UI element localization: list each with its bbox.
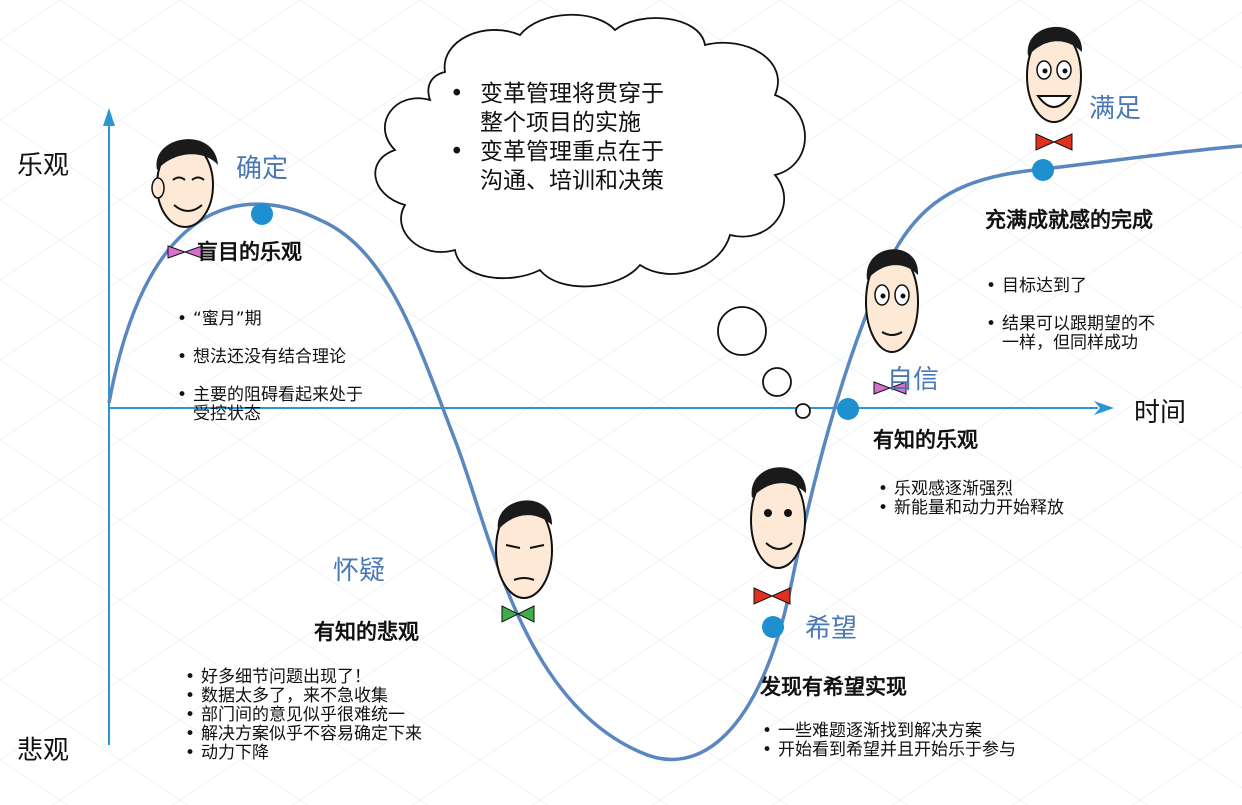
bowtie-icon (501, 605, 520, 623)
cloud-bullet: 变革管理重点在于 沟通、培训和决策 (444, 138, 664, 196)
face-doubt-icon (495, 500, 553, 623)
list-item: 新能量和动力开始释放 (878, 499, 1064, 519)
stage-heading-blind-optimism: 盲目的乐观 (197, 240, 302, 264)
marker-hope (762, 616, 784, 638)
list-item: 数据太多了，来不急收集 (185, 687, 422, 707)
stage-heading-hopeful-realism: 发现有希望实现 (760, 675, 907, 699)
marker-self-confidence (837, 398, 859, 420)
cloud-bullet: 变革管理将贯穿于 整个项目的实施 (444, 80, 664, 138)
face-hope-icon (750, 467, 807, 605)
stage-heading-informed-optimism: 有知的乐观 (873, 428, 978, 452)
marker-confident (251, 203, 273, 225)
face-satisfied-icon (1026, 26, 1083, 151)
stage-heading-informed-pessimism: 有知的悲观 (314, 620, 419, 644)
stage-bullets-informed-optimism: 乐观感逐渐强烈 新能量和动力开始释放 (878, 480, 1064, 519)
marker-satisfied (1032, 159, 1054, 181)
stage-bullets-informed-pessimism: 好多细节问题出现了！ 数据太多了，来不急收集 部门间的意见似乎很难统一 解决方案… (185, 668, 422, 764)
list-item: 一些难题逐渐找到解决方案 (762, 722, 1016, 742)
stage-name-confident: 确定 (236, 154, 289, 184)
stage-heading-fulfilling-completion: 充满成就感的完成 (985, 208, 1153, 232)
list-item: 结果可以跟期望的不 一样，但同样成功 (986, 315, 1236, 353)
bowtie-icon (753, 587, 774, 605)
bowtie-icon (1035, 133, 1056, 151)
list-item: 主要的阻碍看起来处于 受控状态 (177, 386, 363, 424)
x-axis-arrow (1094, 401, 1114, 415)
list-item: 乐观感逐渐强烈 (878, 480, 1064, 500)
bowtie-icon (167, 245, 187, 259)
list-item: 解决方案似乎不容易确定下来 (185, 725, 422, 745)
list-item: 想法还没有结合理论 (177, 348, 363, 368)
stage-bullets-blind-optimism: “蜜月”期 想法还没有结合理论 主要的阻碍看起来处于 受控状态 (177, 291, 363, 443)
y-axis-bottom-label: 悲观 (17, 736, 70, 766)
stage-bullets-fulfilling-completion: 目标达到了 结果可以跟期望的不 一样，但同样成功 (986, 258, 1236, 372)
list-item: 好多细节问题出现了！ (185, 668, 422, 688)
stage-name-satisfied: 满足 (1089, 94, 1142, 124)
face-self-confidence-icon (865, 249, 919, 395)
list-item: 开始看到希望并且开始乐于参与 (762, 741, 1016, 761)
list-item: 目标达到了 (986, 277, 1236, 297)
y-axis-arrow (103, 108, 115, 126)
list-item: “蜜月”期 (177, 310, 363, 330)
x-axis-right-label: 时间 (1134, 398, 1187, 428)
face-confident-icon (151, 139, 218, 259)
y-axis-top-label: 乐观 (17, 151, 70, 181)
stage-name-doubt: 怀疑 (333, 556, 386, 586)
stage-bullets-hopeful-realism: 一些难题逐渐找到解决方案 开始看到希望并且开始乐于参与 (762, 722, 1016, 761)
list-item: 动力下降 (185, 744, 422, 764)
stage-name-self-confidence: 自信 (887, 365, 940, 395)
list-item: 部门间的意见似乎很难统一 (185, 706, 422, 726)
cloud-bullets: 变革管理将贯穿于 整个项目的实施 变革管理重点在于 沟通、培训和决策 (444, 80, 664, 196)
emotion-curve (107, 144, 1242, 762)
bowtie-icon (873, 381, 892, 395)
stage-name-hope: 希望 (805, 614, 858, 644)
